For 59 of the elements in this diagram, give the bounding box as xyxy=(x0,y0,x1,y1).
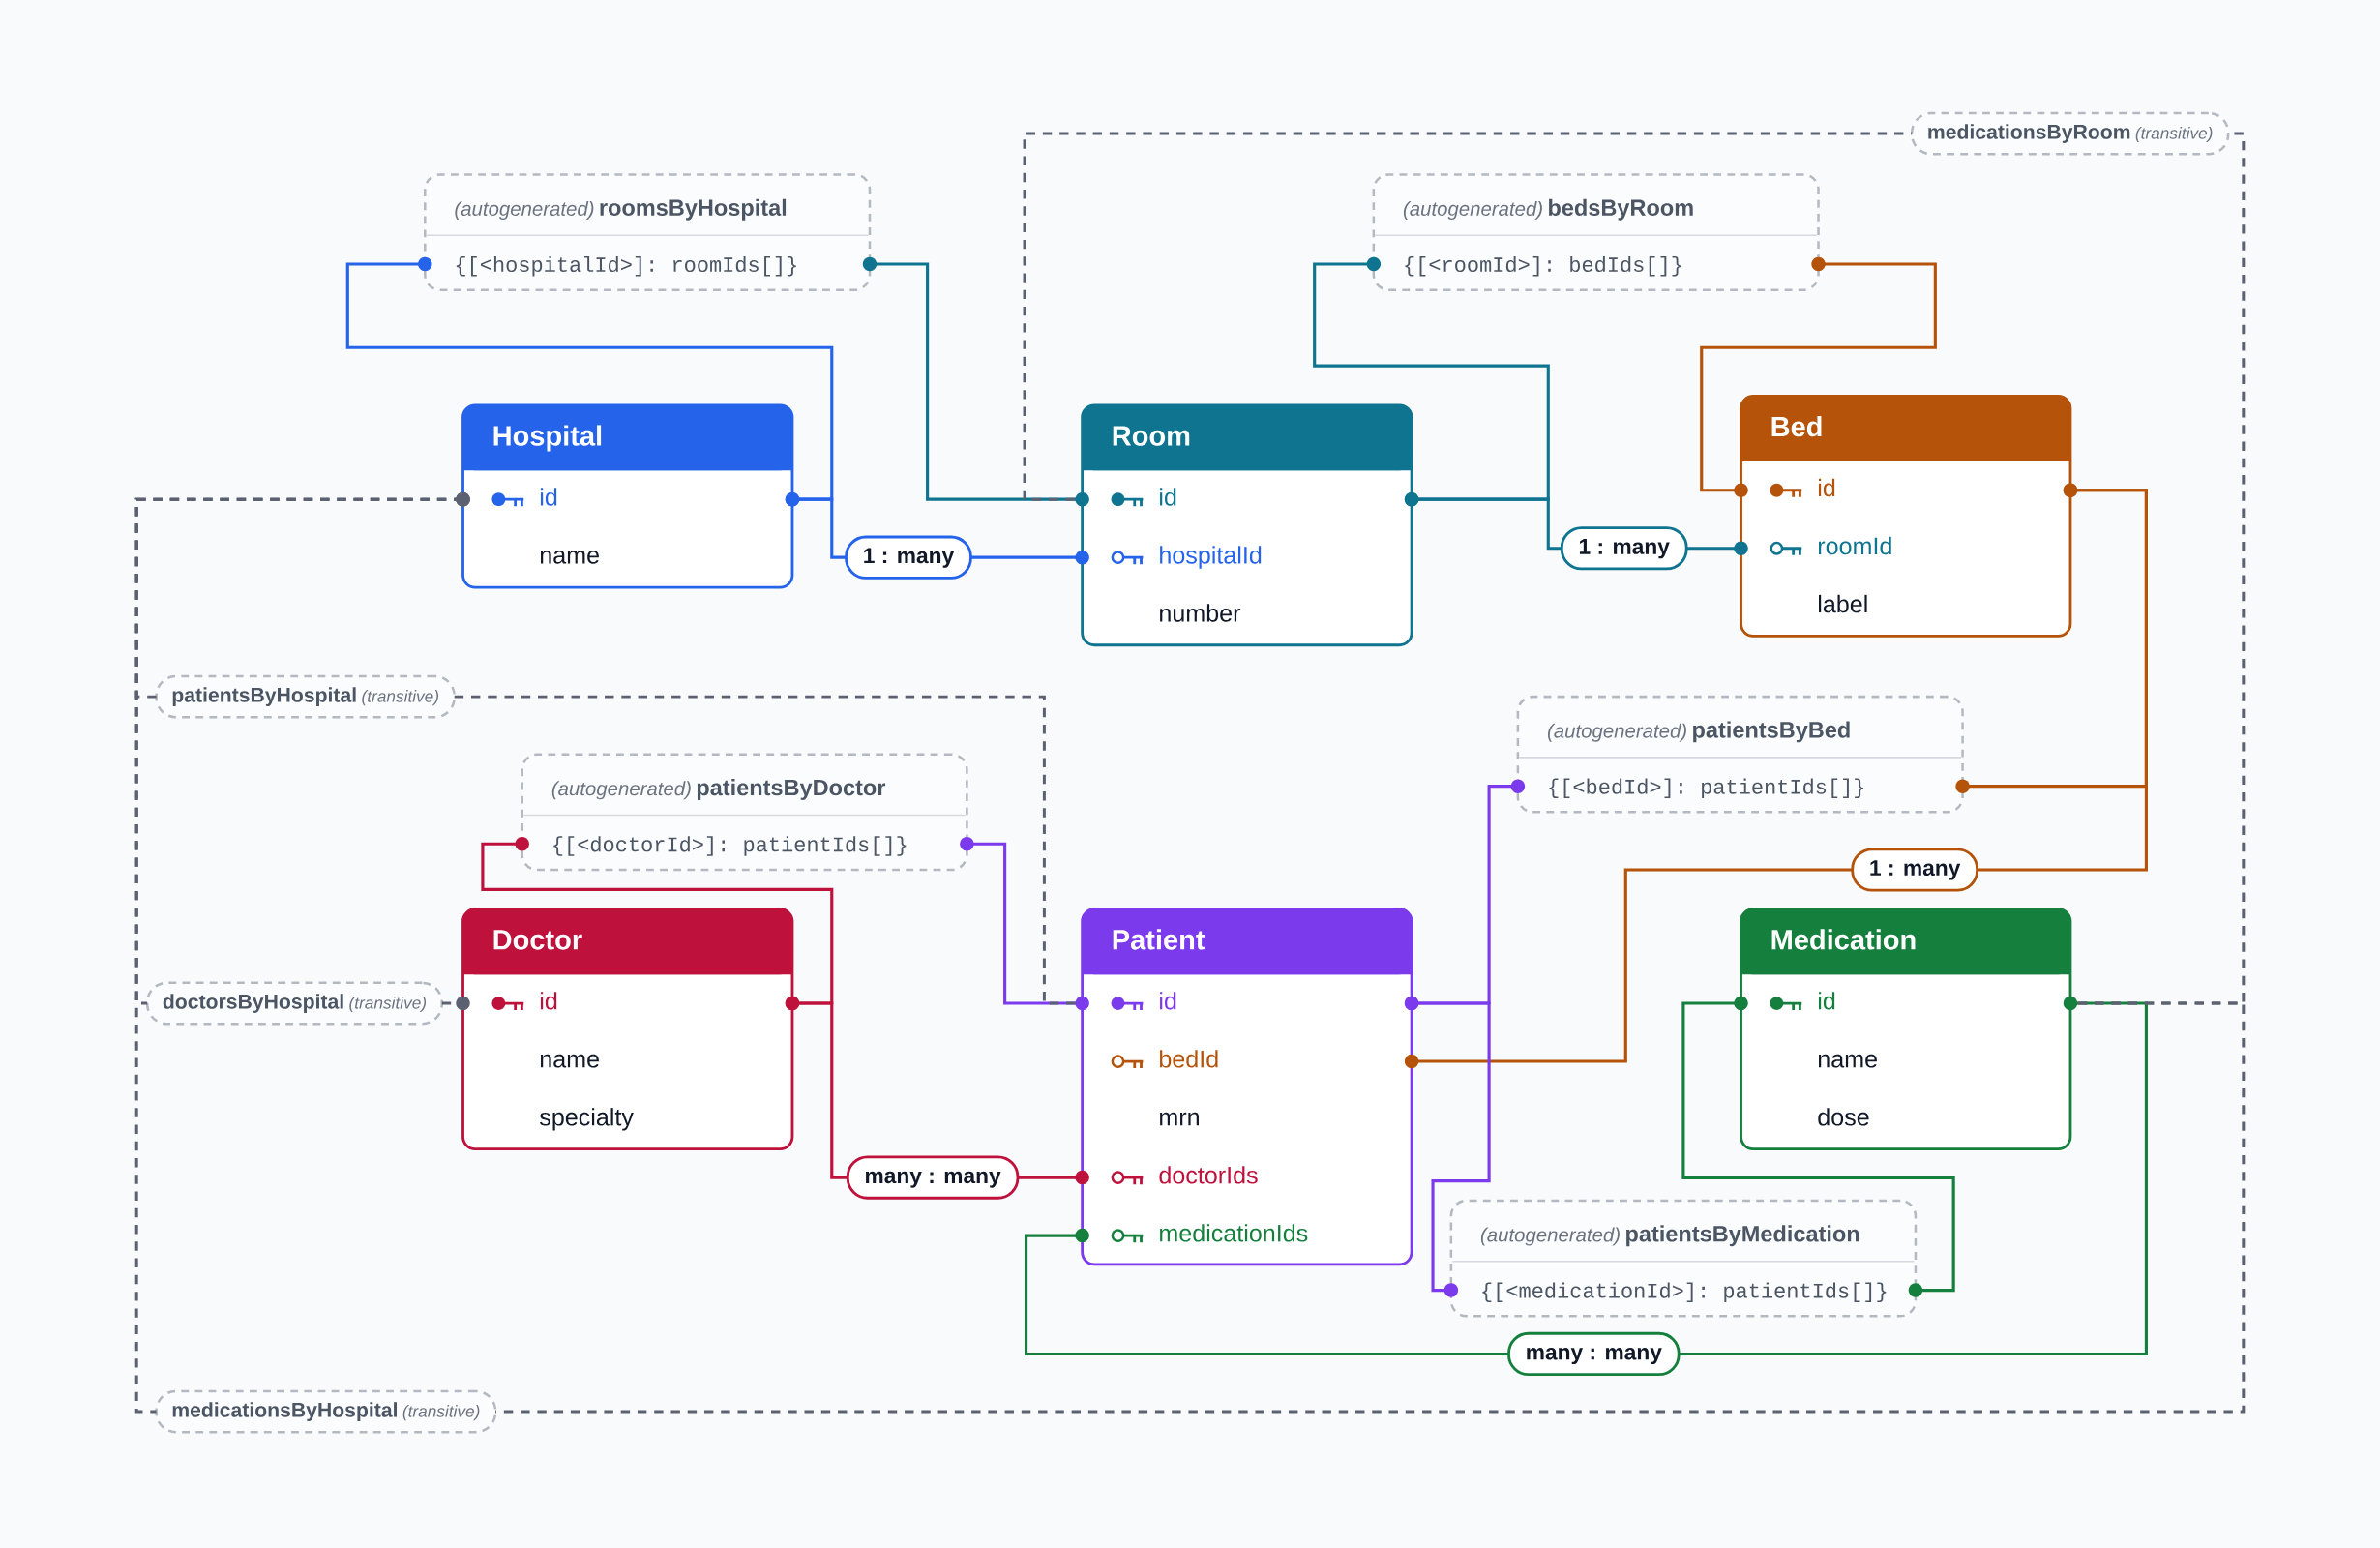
edge-label: 1 : many xyxy=(845,535,972,580)
field-name: id xyxy=(540,488,557,506)
connector xyxy=(1025,996,2148,1355)
field-name: id xyxy=(1818,992,1835,1010)
connector xyxy=(495,132,2246,1414)
edge-label: many : many xyxy=(1507,1331,1681,1376)
code-text: {[<hospitalId>]: roomIds[]} xyxy=(456,255,796,277)
field-name: label xyxy=(1819,594,1867,613)
connector xyxy=(1404,996,1491,1297)
table-header: Medication xyxy=(1740,908,2070,975)
field-name: specialty xyxy=(539,1108,634,1131)
field-name: name xyxy=(1818,1054,1877,1068)
field-name: bedId xyxy=(1160,1050,1218,1068)
field-name: id xyxy=(540,992,557,1010)
connector xyxy=(1023,132,1913,501)
table-header: Patient xyxy=(1082,908,1413,975)
edge-label: 1 : many xyxy=(1851,848,1979,892)
connector xyxy=(1313,256,1550,507)
relation-pill: medicationsByRoom (transitive) xyxy=(1910,111,2230,156)
connector xyxy=(862,256,1089,507)
connector xyxy=(481,836,834,1011)
field-name: hospitalId xyxy=(1160,546,1262,569)
connector xyxy=(454,695,1076,1005)
field-name: doctorIds xyxy=(1159,1166,1258,1184)
box-heading: (autogenerated) roomsByHospital xyxy=(455,198,787,221)
code-text: {[<doctorId>]: patientIds[]} xyxy=(553,836,907,856)
box-heading: (autogenerated) patientsByDoctor xyxy=(551,778,886,800)
connector xyxy=(1681,996,1955,1297)
edge-label: many : many xyxy=(846,1155,1020,1200)
code-text: {[<medicationId>]: patientIds[]} xyxy=(1482,1282,1887,1302)
table-header: Bed xyxy=(1740,396,2070,461)
field-name: id xyxy=(1160,488,1176,506)
field-name: number xyxy=(1160,604,1241,622)
table-header: Doctor xyxy=(462,908,792,975)
relation-pill: doctorsByHospital (transitive) xyxy=(145,981,444,1026)
relation-pill: medicationsByHospital (transitive) xyxy=(155,1389,497,1434)
connector xyxy=(1955,483,2148,793)
field-name: mrn xyxy=(1160,1112,1199,1126)
field-name: name xyxy=(540,550,599,564)
code-text: {[<roomId>]: bedIds[]} xyxy=(1405,255,1681,277)
field-name: dose xyxy=(1818,1108,1869,1126)
code-text: {[<bedId>]: patientIds[]} xyxy=(1549,778,1864,798)
connector xyxy=(960,836,1089,1011)
table-header: Room xyxy=(1082,404,1413,471)
table-header: Hospital xyxy=(462,404,792,471)
relation-pill: patientsByHospital (transitive) xyxy=(155,674,456,719)
edge-label: 1 : many xyxy=(1560,526,1688,571)
box-heading: (autogenerated) patientsByMedication xyxy=(1480,1225,1859,1247)
field-name: medicationIds xyxy=(1160,1224,1308,1242)
box-heading: (autogenerated) bedsByRoom xyxy=(1403,198,1693,221)
connector xyxy=(1700,256,1937,497)
field-name: id xyxy=(1818,478,1835,497)
connector xyxy=(441,996,470,1011)
box-heading: (autogenerated) patientsByBed xyxy=(1548,721,1850,743)
field-name: name xyxy=(540,1054,599,1068)
connector xyxy=(345,256,834,507)
field-name: id xyxy=(1160,992,1176,1010)
field-name: roomId xyxy=(1818,536,1891,555)
connector xyxy=(134,491,470,1414)
